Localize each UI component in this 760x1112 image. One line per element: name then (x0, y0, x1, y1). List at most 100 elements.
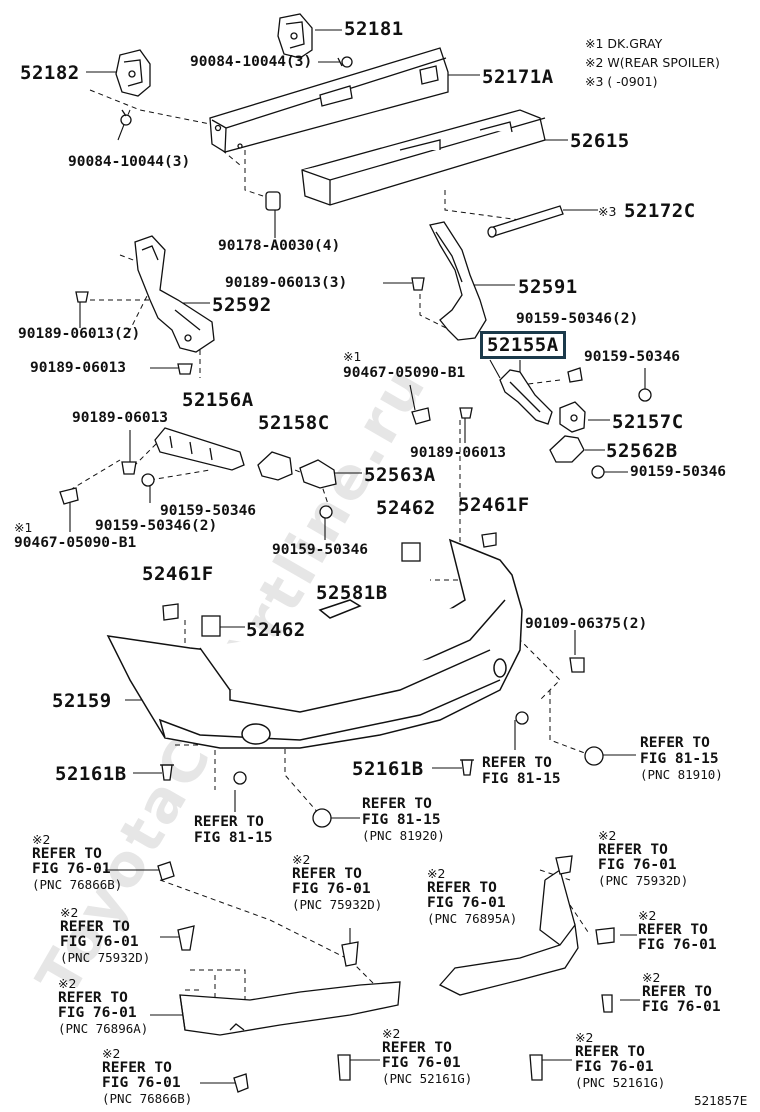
clip-90467b (59, 487, 79, 505)
part-90189-d[interactable]: 90189-06013 (72, 410, 169, 426)
part-52161b-left[interactable]: 52161B (55, 763, 127, 785)
ref-pnc: (PNC 52161G) (382, 1071, 473, 1086)
pad-52461fb (162, 603, 179, 621)
ref-fig-76-01-e[interactable]: ※2 REFER TO FIG 76-01 (PNC 75932D) (60, 905, 150, 965)
part-90189-c[interactable]: 90189-06013 (30, 360, 127, 376)
note-3: ※3 ( -0901) (585, 74, 658, 89)
ref-mark: ※2 (102, 1046, 121, 1061)
part-90159-e[interactable]: 90159-50346(2) (95, 518, 218, 534)
ref-line: FIG 76-01 (638, 937, 717, 953)
bolt-76-01-e (601, 994, 613, 1013)
part-52171a[interactable]: 52171A (482, 66, 554, 88)
part-90084-b[interactable]: 90084-10044(3) (68, 154, 191, 170)
ref-line: REFER TO (32, 846, 102, 862)
part-52161b-right[interactable]: 52161B (352, 758, 424, 780)
part-52158c[interactable]: 52158C (258, 412, 330, 434)
part-90159-b[interactable]: 90159-50346 (584, 349, 681, 365)
part-90159-c[interactable]: 90159-50346 (630, 464, 727, 480)
ref-fig-76-01-i[interactable]: ※2 REFER TO FIG 76-01 (PNC 76866B) (102, 1046, 192, 1106)
ref-line: REFER TO (642, 984, 712, 1000)
ref-line: REFER TO (194, 814, 264, 830)
part-52172c[interactable]: 52172C (624, 200, 696, 222)
part-52615[interactable]: 52615 (570, 130, 630, 152)
part-52562b[interactable]: 52562B (606, 440, 678, 462)
ref-line: FIG 76-01 (427, 895, 506, 911)
bracket-52155a (499, 369, 553, 425)
part-52461f-b[interactable]: 52461F (142, 563, 214, 585)
bracket-52156a (154, 427, 245, 471)
ref-mark: ※2 (32, 832, 51, 847)
part-52592[interactable]: 52592 (212, 294, 272, 316)
part-90189-a[interactable]: 90189-06013(3) (225, 275, 348, 291)
ref-line: FIG 76-01 (32, 861, 111, 877)
grommet-small-2 (233, 771, 247, 785)
part-52461f-a[interactable]: 52461F (458, 494, 530, 516)
bracket-52158c (257, 451, 293, 481)
clip-76-01-d (595, 927, 615, 945)
part-90159-a[interactable]: 90159-50346(2) (516, 311, 639, 327)
ref-line: FIG 76-01 (598, 857, 677, 873)
retainer-52592 (134, 235, 215, 353)
bolt-90159e (141, 473, 155, 487)
part-52181[interactable]: 52181 (344, 18, 404, 40)
ref-fig-81-15-a[interactable]: REFER TO FIG 81-15 (482, 755, 561, 787)
ref-line: REFER TO (575, 1044, 645, 1060)
part-52157c[interactable]: 52157C (612, 411, 684, 433)
ref-fig-81-15-c[interactable]: REFER TO FIG 81-15 (194, 814, 273, 846)
bolt-90159b (638, 388, 652, 402)
bolt-90159c (591, 465, 605, 479)
ref-pnc: (PNC 76896A) (58, 1021, 149, 1036)
ref-fig-76-01-g[interactable]: ※2 REFER TO FIG 76-01 (PNC 76896A) (58, 976, 148, 1036)
part-52462-a[interactable]: 52462 (376, 497, 436, 519)
clip-90189c-left (177, 363, 193, 375)
part-52563a[interactable]: 52563A (364, 464, 436, 486)
spoiler-76896a (179, 981, 401, 1036)
clip-52161b-left (160, 764, 174, 781)
part-52462-b[interactable]: 52462 (246, 619, 306, 641)
bracket-52182 (115, 49, 151, 97)
ref-fig-76-01-c[interactable]: ※2 REFER TO FIG 76-01 (PNC 76895A) (427, 866, 517, 926)
ref-line: FIG 81-15 (482, 771, 561, 787)
ref-fig-76-01-b[interactable]: ※2 REFER TO FIG 76-01 (PNC 75932D) (292, 852, 382, 912)
part-90109[interactable]: 90109-06375(2) (525, 616, 648, 632)
ref-fig-81-15-b[interactable]: REFER TO FIG 81-15 (PNC 81910) (640, 735, 723, 783)
ref-fig-76-01-d[interactable]: ※2 REFER TO FIG 76-01 (PNC 75932D) (598, 828, 688, 888)
part-52591[interactable]: 52591 (518, 276, 578, 298)
ref-fig-81-15-d[interactable]: REFER TO FIG 81-15 (PNC 81920) (362, 796, 445, 844)
ref-fig-76-01-j[interactable]: ※2 REFER TO FIG 76-01 (PNC 52161G) (382, 1026, 472, 1086)
ref-mark: ※2 (382, 1026, 401, 1041)
part-90467-b[interactable]: 90467-05090-B1 (14, 535, 137, 551)
pad-52172c (487, 205, 564, 238)
part-52159[interactable]: 52159 (52, 690, 112, 712)
grommet-81920 (312, 808, 332, 828)
ref-fig-76-01-h[interactable]: ※2 REFER TO FIG 76-01 (642, 970, 721, 1015)
part-90189-e[interactable]: 90189-06013 (410, 445, 507, 461)
ref-line: FIG 81-15 (362, 812, 441, 828)
bracket-52563a (299, 459, 337, 489)
diagram-code: 521857E (694, 1094, 748, 1108)
part-90159-d[interactable]: 90159-50346 (160, 503, 257, 519)
bolt-90084a (337, 56, 353, 68)
clip-90189e (459, 407, 473, 419)
ref-pnc: (PNC 76866B) (102, 1091, 193, 1106)
part-90159-f[interactable]: 90159-50346 (272, 542, 369, 558)
clip-75932d-c (555, 855, 573, 875)
ref-fig-76-01-f[interactable]: ※2 REFER TO FIG 76-01 (638, 908, 717, 953)
clip-52161g-a (337, 1054, 351, 1081)
part-52155a-highlighted[interactable]: 52155A (480, 331, 566, 359)
part-90178[interactable]: 90178-A0030(4) (218, 238, 341, 254)
ref-line: FIG 76-01 (642, 999, 721, 1015)
ref-line: REFER TO (382, 1040, 452, 1056)
ref-fig-76-01-a[interactable]: ※2 REFER TO FIG 76-01 (PNC 76866B) (32, 832, 122, 892)
clip-90189b (75, 291, 89, 303)
part-90467-a[interactable]: 90467-05090-B1 (343, 365, 466, 381)
part-90084-a[interactable]: 90084-10044(3) (190, 54, 313, 70)
ref-fig-76-01-k[interactable]: ※2 REFER TO FIG 76-01 (PNC 52161G) (575, 1030, 665, 1090)
pad-52462a (401, 542, 421, 562)
part-52581b[interactable]: 52581B (316, 582, 388, 604)
ref-mark: ※2 (638, 908, 657, 923)
part-90189-b[interactable]: 90189-06013(2) (18, 326, 141, 342)
part-52156a[interactable]: 52156A (182, 389, 254, 411)
part-52182[interactable]: 52182 (20, 62, 80, 84)
